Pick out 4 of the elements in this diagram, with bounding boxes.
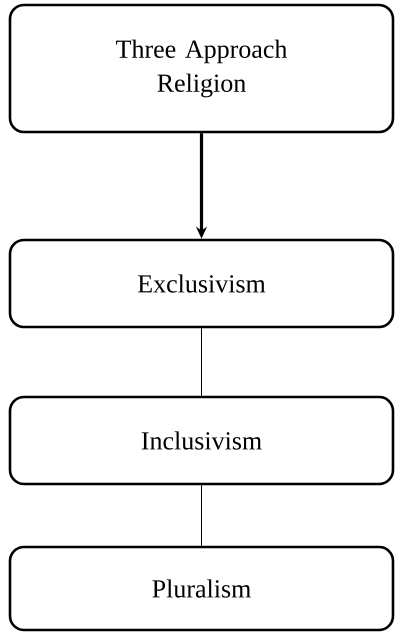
process-box: Three Approach Religion — [8, 4, 394, 134]
process-box: Pluralism — [8, 546, 394, 632]
process-box: Exclusivism — [8, 238, 394, 328]
process-box: Inclusivism — [8, 396, 394, 486]
